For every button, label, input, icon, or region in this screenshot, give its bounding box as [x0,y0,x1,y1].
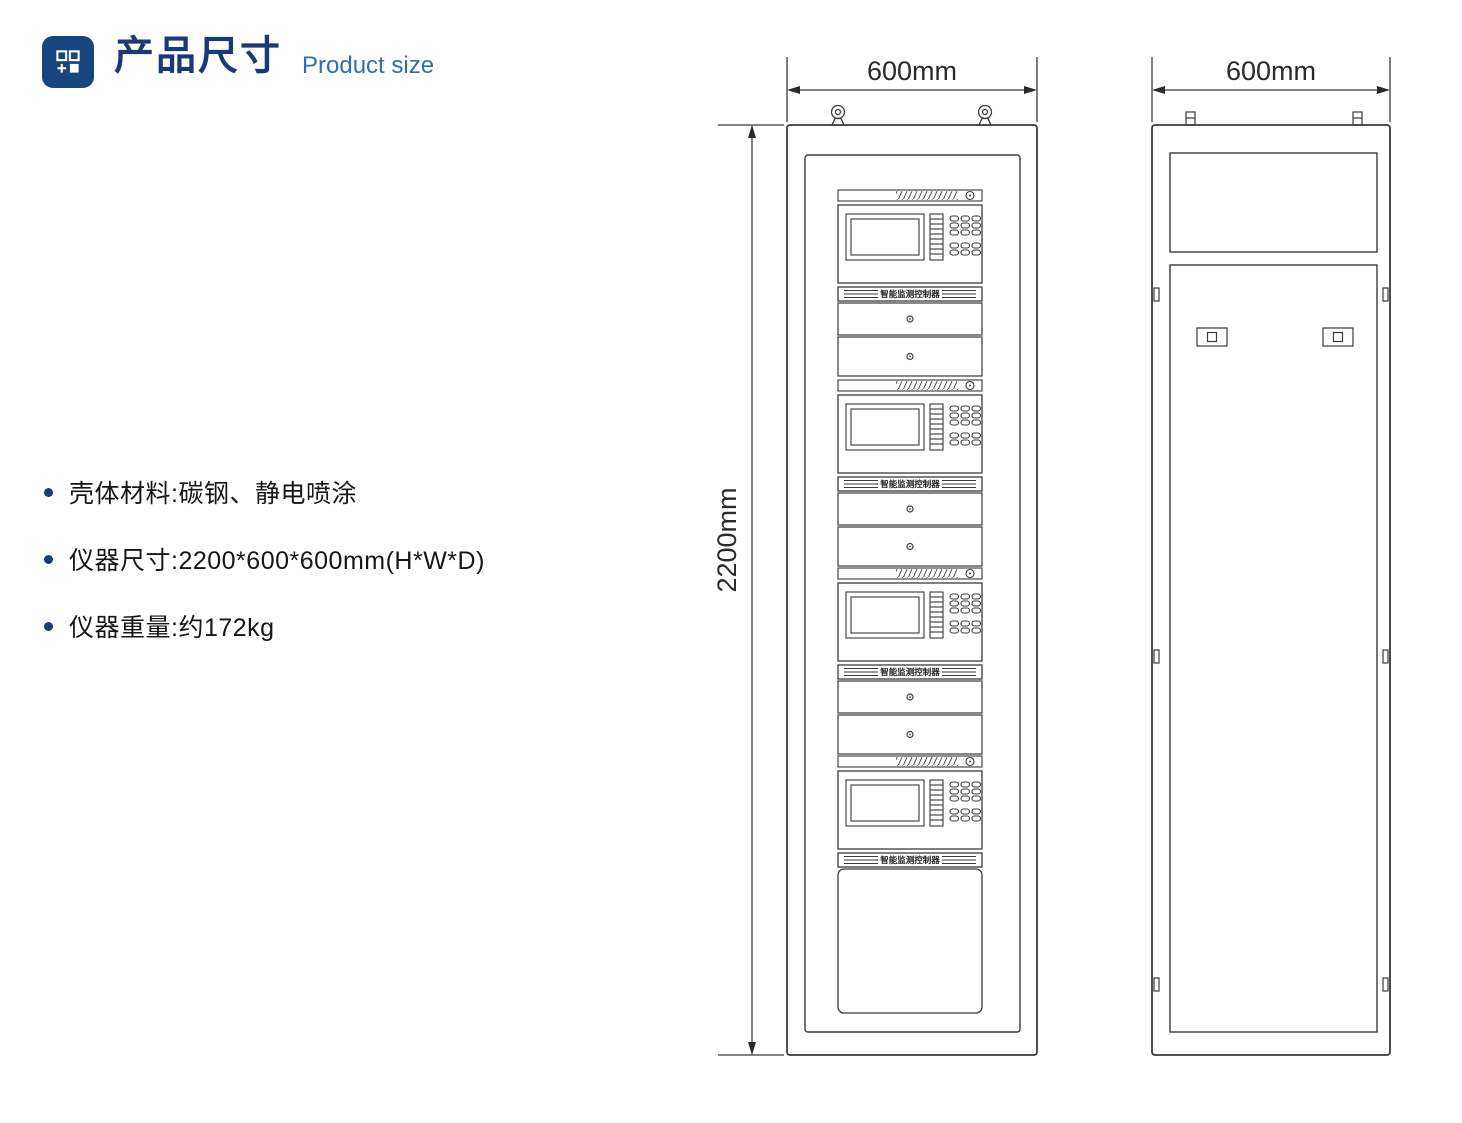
module-label-4: 智能监测控制器 [879,855,940,865]
rear-hinges [1153,287,1389,992]
rear-top-panel [1169,152,1378,253]
spec-list: 壳体材料:碳钢、静电喷涂 仪器尺寸:2200*600*600mm(H*W*D) … [44,474,485,675]
section-title: 产品尺寸 [114,34,282,78]
front-width-dimension: 600mm [786,56,1038,122]
instrument-module-3 [837,567,983,755]
bullet-dot [44,554,53,564]
spec-text-size: 仪器尺寸:2200*600*600mm(H*W*D) [69,547,485,575]
front-cabinet-door [804,154,1021,1033]
grid-plus-icon [56,50,80,73]
spec-item-material: 壳体材料:碳钢、静电喷涂 [44,474,485,510]
bottom-blank-panel [837,868,983,1014]
module-label-1: 智能监测控制器 [879,289,940,299]
rear-lug-right [1352,111,1363,126]
front-view: 600mm 2200mm [712,56,1038,1056]
front-cabinet-outline [786,124,1038,1056]
bullet-dot [44,621,53,631]
instrument-module-2 [837,379,983,567]
spec-item-weight: 仪器重量:约172kg [44,608,485,644]
rear-view: 600mm [1151,56,1391,1056]
rear-door [1169,264,1378,1033]
rear-lug-left [1185,111,1196,126]
rear-latch-left [1196,327,1228,347]
eye-bolt-right [977,104,993,126]
bullet-dot [44,487,53,497]
module-label-2: 智能监测控制器 [879,479,940,489]
eye-bolt-left [830,104,846,126]
spec-text-material: 壳体材料:碳钢、静电喷涂 [69,480,357,508]
front-height-dimension: 2200mm [712,124,784,1056]
rear-width-dimension: 600mm [1151,56,1391,122]
rear-cabinet-outline [1151,124,1391,1056]
instrument-module-4 [837,755,983,868]
section-subtitle: Product size [302,52,435,79]
product-size-icon [42,36,94,88]
module-label-3: 智能监测控制器 [879,667,940,677]
rear-width-label: 600mm [1226,56,1316,86]
rear-latch-right [1322,327,1354,347]
instrument-module-1 [837,189,983,377]
front-height-label: 2200mm [712,487,742,592]
spec-item-size: 仪器尺寸:2200*600*600mm(H*W*D) [44,541,485,577]
front-width-label: 600mm [867,56,957,86]
spec-text-weight: 仪器重量:约172kg [69,614,275,642]
